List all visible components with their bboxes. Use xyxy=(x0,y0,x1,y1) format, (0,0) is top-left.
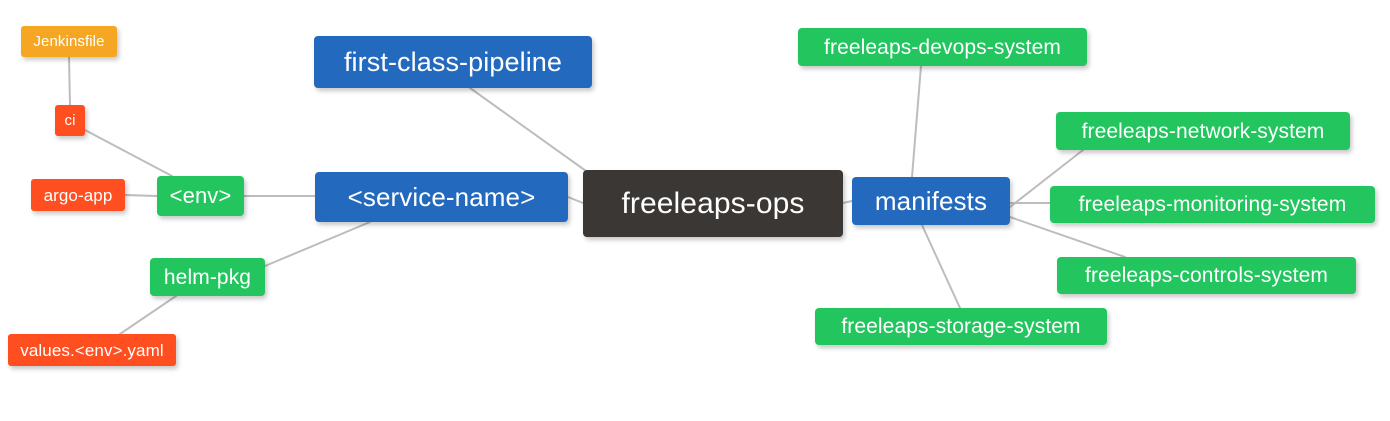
edge-helm-pkg-to-values-env-yaml xyxy=(119,295,177,335)
mindmap-node-label: <env> xyxy=(169,183,232,208)
mindmap-node-service-name[interactable]: <service-name> xyxy=(315,172,568,222)
mindmap-node-first-class-pipeline[interactable]: first-class-pipeline xyxy=(314,36,592,88)
edge-freeleaps-ops-to-first-class-pipeline xyxy=(469,87,594,177)
mindmap-node-label: freeleaps-network-system xyxy=(1081,119,1325,143)
mindmap-node-label: manifests xyxy=(874,186,988,216)
mindmap-node-helm-pkg[interactable]: helm-pkg xyxy=(150,258,265,296)
mindmap-node-env[interactable]: <env> xyxy=(157,176,244,216)
mindmap-node-values-env-yaml[interactable]: values.<env>.yaml xyxy=(8,334,176,366)
mindmap-node-ci[interactable]: ci xyxy=(55,105,85,136)
mindmap-node-manifests[interactable]: manifests xyxy=(852,177,1010,225)
mindmap-node-label: freeleaps-devops-system xyxy=(824,35,1061,59)
mindmap-node-label: first-class-pipeline xyxy=(343,46,563,77)
edge-manifests-to-freeleaps-devops-system xyxy=(911,65,922,178)
edge-freeleaps-ops-to-service-name xyxy=(567,196,584,204)
mindmap-node-label: freeleaps-controls-system xyxy=(1085,264,1328,287)
mindmap-node-freeleaps-controls-system[interactable]: freeleaps-controls-system xyxy=(1057,257,1356,294)
mindmap-node-label: freeleaps-storage-system xyxy=(841,315,1081,338)
mindmap-node-freeleaps-network-system[interactable]: freeleaps-network-system xyxy=(1056,112,1350,150)
edge-env-to-ci xyxy=(84,129,173,177)
mindmap-node-label: freeleaps-ops xyxy=(621,186,805,220)
mindmap-node-label: Jenkinsfile xyxy=(33,33,105,50)
mindmap-node-freeleaps-ops[interactable]: freeleaps-ops xyxy=(583,170,843,237)
edge-manifests-to-freeleaps-storage-system xyxy=(921,224,961,309)
mindmap-node-jenkinsfile[interactable]: Jenkinsfile xyxy=(21,26,117,57)
mindmap-node-freeleaps-monitoring-system[interactable]: freeleaps-monitoring-system xyxy=(1050,186,1375,223)
mindmap-node-label: ci xyxy=(64,112,76,129)
mindmap-node-freeleaps-storage-system[interactable]: freeleaps-storage-system xyxy=(815,308,1107,345)
mindmap-node-freeleaps-devops-system[interactable]: freeleaps-devops-system xyxy=(798,28,1087,66)
edge-service-name-to-helm-pkg xyxy=(264,221,371,267)
mindmap-node-label: freeleaps-monitoring-system xyxy=(1078,193,1347,216)
mindmap-node-label: argo-app xyxy=(43,185,113,205)
edge-env-to-argo-app xyxy=(124,194,158,197)
mindmap-node-label: values.<env>.yaml xyxy=(20,340,164,360)
edge-freeleaps-ops-to-manifests xyxy=(842,200,853,204)
mindmap-node-label: <service-name> xyxy=(347,182,536,212)
mindmap-node-label: helm-pkg xyxy=(163,265,252,289)
mindmap-node-argo-app[interactable]: argo-app xyxy=(31,179,125,211)
edge-ci-to-jenkinsfile xyxy=(68,56,71,106)
